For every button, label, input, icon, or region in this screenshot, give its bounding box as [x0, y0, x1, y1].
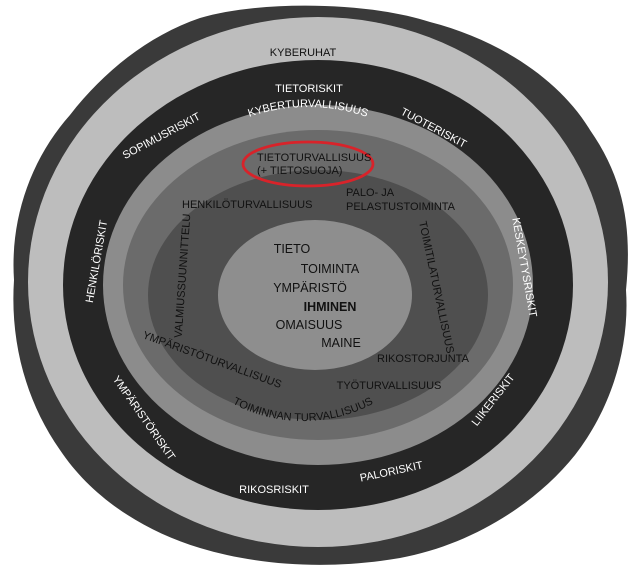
- label-tyoturvallisuus: TYÖTURVALLISUUS: [337, 380, 442, 392]
- label-tietoriskit: TIETORISKIT: [275, 83, 343, 95]
- label-rikostorjunta: RIKOSTORJUNTA: [377, 353, 470, 365]
- core-circle: [218, 220, 412, 370]
- core-item-omaisuus: OMAISUUS: [276, 318, 343, 332]
- core-item-toiminta: TOIMINTA: [301, 262, 360, 276]
- label-rikosriskit: RIKOSRISKIT: [239, 484, 309, 496]
- core-item-ymparisto: YMPÄRISTÖ: [273, 281, 347, 295]
- label-tietoturvallisuus: TIETOTURVALLISUUS: [257, 152, 371, 164]
- core-item-tieto: TIETO: [274, 242, 311, 256]
- label-tietosuoja: (+ TIETOSUOJA): [257, 165, 342, 177]
- label-kyberuhat: KYBERUHAT: [270, 47, 337, 59]
- label-henkiloturvallisuus: HENKILÖTURVALLISUUS: [182, 199, 312, 211]
- label-pelastustoiminta: PELASTUSTOIMINTA: [346, 201, 456, 213]
- core-item-maine: MAINE: [321, 336, 361, 350]
- information-security-highlight: [241, 140, 375, 188]
- label-palo-ja: PALO- JA: [346, 187, 395, 199]
- core-item-ihminen: IHMINEN: [304, 300, 357, 314]
